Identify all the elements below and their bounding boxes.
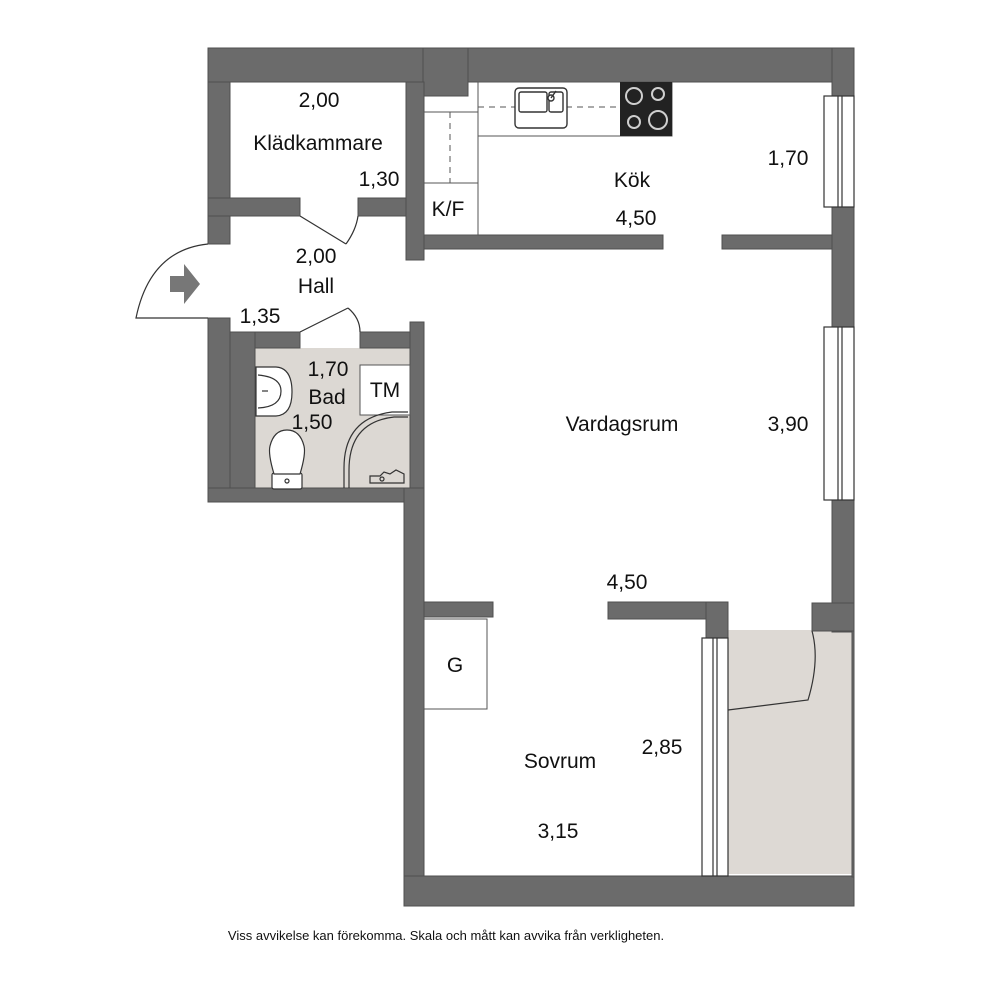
wall-kitchen-left xyxy=(405,81,425,261)
bad-depth: 1,50 xyxy=(292,411,333,434)
wall-bath-bottom xyxy=(207,487,425,503)
disclaimer-text: Viss avvikelse kan förekomma. Skala och … xyxy=(228,928,664,943)
wall-top-right xyxy=(467,47,855,83)
vardagsrum-depth: 3,90 xyxy=(768,413,809,436)
wall-kitchen-bottom-right xyxy=(721,234,833,250)
hall-depth: 1,35 xyxy=(240,305,281,328)
kok-name: Kök xyxy=(614,169,651,192)
stove-icon xyxy=(620,82,672,136)
hall-width: 2,00 xyxy=(296,245,337,268)
wall-bath-left xyxy=(229,331,256,503)
tm-box xyxy=(359,364,411,416)
window-kitchen xyxy=(823,95,855,208)
hall-name: Hall xyxy=(298,275,334,298)
kf-label: K/F xyxy=(432,198,465,221)
wall-divider-left xyxy=(423,601,494,618)
wall-closet-bottom-left xyxy=(207,197,301,217)
wall-kitchen-bottom-left xyxy=(423,234,664,250)
wall-top-left xyxy=(207,47,424,83)
sovrum-depth: 2,85 xyxy=(642,736,683,759)
kf-cabinet-column xyxy=(423,111,479,236)
wall-bedroom-right-stub xyxy=(705,601,729,639)
kok-width: 4,50 xyxy=(616,207,657,230)
wall-right-mid-1 xyxy=(831,206,855,328)
balcony-floor xyxy=(728,630,852,874)
walls xyxy=(207,47,855,907)
entrance-arrow-icon xyxy=(170,264,200,304)
door-entrance xyxy=(135,243,209,319)
kok-depth: 1,70 xyxy=(768,147,809,170)
g-cabinet xyxy=(423,618,488,710)
sovrum-name: Sovrum xyxy=(524,750,596,773)
window-bedroom-balcony xyxy=(701,637,729,877)
wall-bottom xyxy=(403,875,855,907)
room-labels: 2,00 Klädkammare 1,30 2,00 Hall 1,35 1,7… xyxy=(240,89,809,843)
wall-top-notch xyxy=(422,47,469,97)
bad-width: 1,70 xyxy=(308,358,349,381)
shower-icon xyxy=(343,411,408,488)
bad-name: Bad xyxy=(308,386,345,409)
vardagsrum-name: Vardagsrum xyxy=(566,413,679,436)
wall-entry-lower xyxy=(207,317,231,501)
kitchen-sink-icon xyxy=(514,87,568,129)
g-label: G xyxy=(447,654,463,677)
doors xyxy=(135,215,816,711)
window-living xyxy=(823,326,855,501)
sovrum-width: 3,15 xyxy=(538,820,579,843)
kladkammare-depth: 1,30 xyxy=(359,168,400,191)
door-kladkammare xyxy=(299,215,347,245)
vardagsrum-width: 4,50 xyxy=(607,571,648,594)
toilet-icon xyxy=(268,429,306,490)
wall-balcony-right xyxy=(851,630,855,878)
door-bath xyxy=(299,307,349,333)
kladkammare-width: 2,00 xyxy=(299,89,340,112)
wall-balcony-corner xyxy=(811,602,855,632)
wall-right-top xyxy=(831,47,855,97)
windows xyxy=(701,95,855,877)
tm-label: TM xyxy=(370,379,400,402)
kladkammare-name: Klädkammare xyxy=(253,132,383,155)
wall-bath-right xyxy=(409,321,425,503)
door-balcony xyxy=(727,630,816,711)
wall-living-left xyxy=(403,487,425,907)
washbasin-icon xyxy=(255,366,293,417)
